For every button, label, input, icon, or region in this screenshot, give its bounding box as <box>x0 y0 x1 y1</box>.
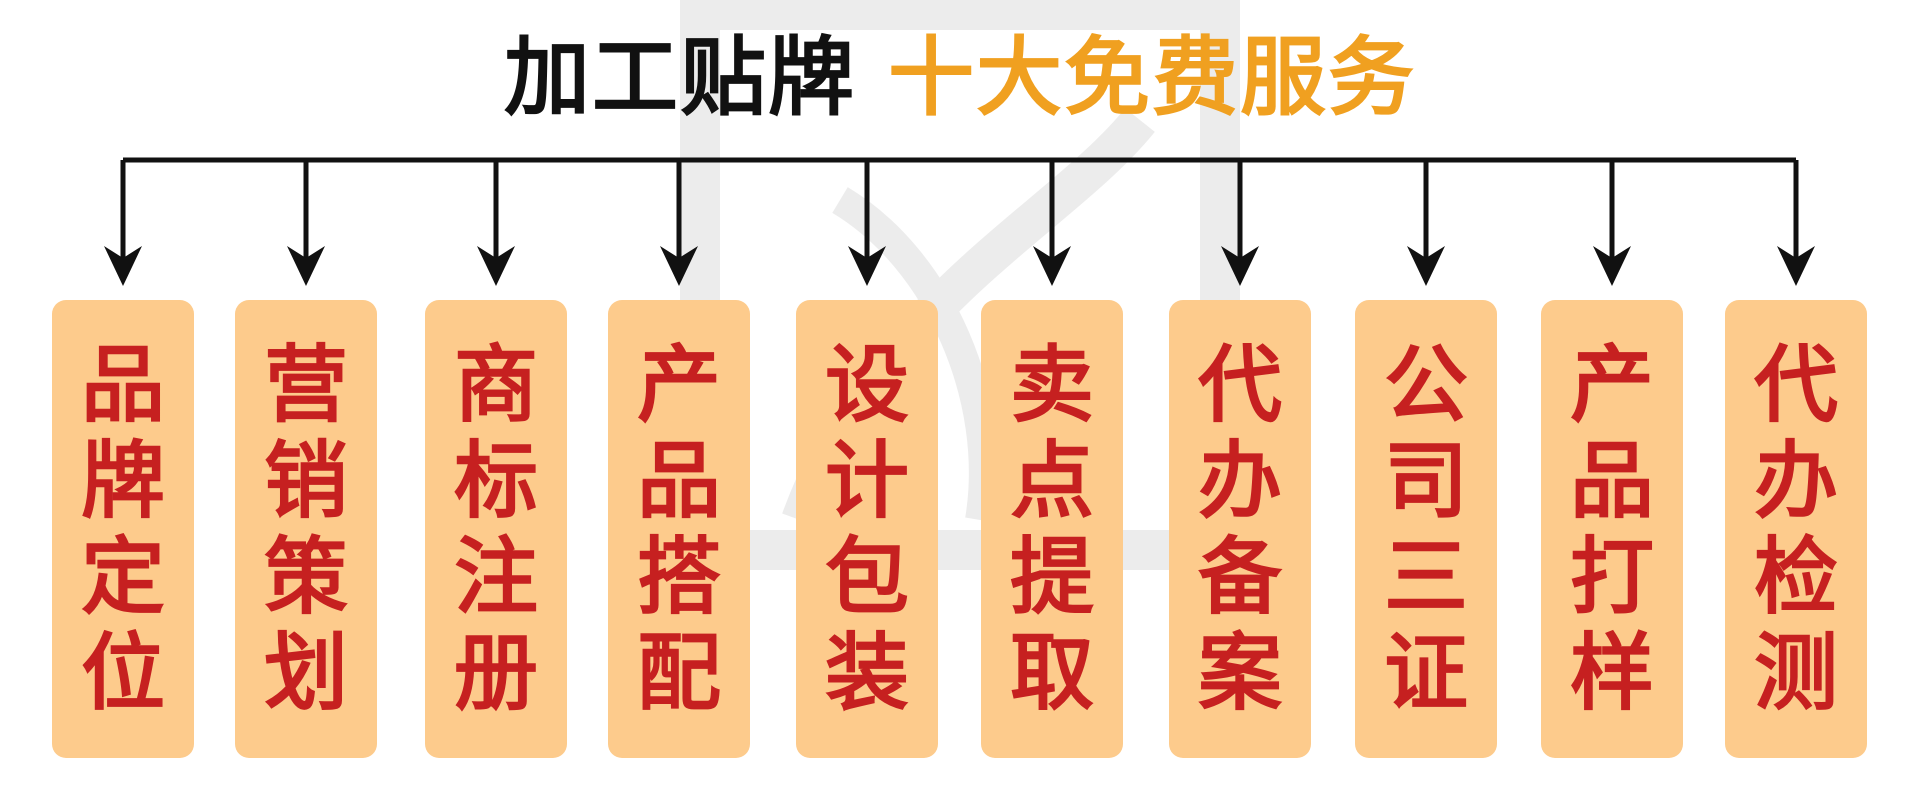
service-glyph: 打 <box>1569 528 1654 626</box>
service-glyph: 证 <box>1383 624 1468 722</box>
service-glyph: 办 <box>1753 432 1838 530</box>
service-box: 品牌定位 <box>52 300 194 758</box>
service-glyph: 样 <box>1569 624 1654 722</box>
service-glyph: 划 <box>263 624 348 722</box>
service-box: 产品打样 <box>1541 300 1683 758</box>
service-glyph: 产 <box>1569 336 1654 434</box>
title-part-1: 加工贴牌 <box>504 28 856 128</box>
service-box: 产品搭配 <box>608 300 750 758</box>
service-glyph: 牌 <box>80 432 165 530</box>
service-box: 商标注册 <box>425 300 567 758</box>
service-glyph: 册 <box>453 624 538 722</box>
arrow-head-icon <box>477 246 515 286</box>
arrow-head-icon <box>1221 246 1259 286</box>
service-box: 营销策划 <box>235 300 377 758</box>
service-glyph: 营 <box>263 336 348 434</box>
service-glyph: 配 <box>636 624 721 722</box>
service-glyph: 品 <box>1569 432 1654 530</box>
diagram-title: 加工贴牌十大免费服务 <box>0 18 1920 138</box>
service-glyph: 代 <box>1753 336 1838 434</box>
title-part-2: 十大免费服务 <box>888 28 1416 128</box>
service-glyph: 定 <box>80 528 165 626</box>
service-box: 公司三证 <box>1355 300 1497 758</box>
service-box: 卖点提取 <box>981 300 1123 758</box>
arrow-head-icon <box>1407 246 1445 286</box>
service-glyph: 三 <box>1383 528 1468 626</box>
service-glyph: 卖 <box>1009 336 1094 434</box>
service-glyph: 公 <box>1383 336 1468 434</box>
arrow-head-icon <box>660 246 698 286</box>
service-box: 代办备案 <box>1169 300 1311 758</box>
service-glyph: 策 <box>263 528 348 626</box>
service-glyph: 备 <box>1197 528 1282 626</box>
service-glyph: 搭 <box>636 528 721 626</box>
arrow-head-icon <box>1777 246 1815 286</box>
service-glyph: 测 <box>1753 624 1838 722</box>
arrow-head-icon <box>848 246 886 286</box>
service-glyph: 案 <box>1197 624 1282 722</box>
service-glyph: 办 <box>1197 432 1282 530</box>
service-glyph: 标 <box>453 432 538 530</box>
service-glyph: 设 <box>824 336 909 434</box>
service-glyph: 提 <box>1009 528 1094 626</box>
service-glyph: 品 <box>636 432 721 530</box>
arrow-head-icon <box>1033 246 1071 286</box>
arrow-head-icon <box>104 246 142 286</box>
service-glyph: 销 <box>263 432 348 530</box>
arrow-head-icon <box>287 246 325 286</box>
service-glyph: 商 <box>453 336 538 434</box>
service-glyph: 点 <box>1009 432 1094 530</box>
service-glyph: 位 <box>80 624 165 722</box>
service-glyph: 包 <box>824 528 909 626</box>
service-box: 设计包装 <box>796 300 938 758</box>
service-box: 代办检测 <box>1725 300 1867 758</box>
service-glyph: 代 <box>1197 336 1282 434</box>
service-glyph: 取 <box>1009 624 1094 722</box>
service-glyph: 品 <box>80 336 165 434</box>
service-glyph: 装 <box>824 624 909 722</box>
arrow-head-icon <box>1593 246 1631 286</box>
service-glyph: 产 <box>636 336 721 434</box>
service-glyph: 司 <box>1383 432 1468 530</box>
service-glyph: 注 <box>453 528 538 626</box>
service-glyph: 计 <box>824 432 909 530</box>
service-glyph: 检 <box>1753 528 1838 626</box>
